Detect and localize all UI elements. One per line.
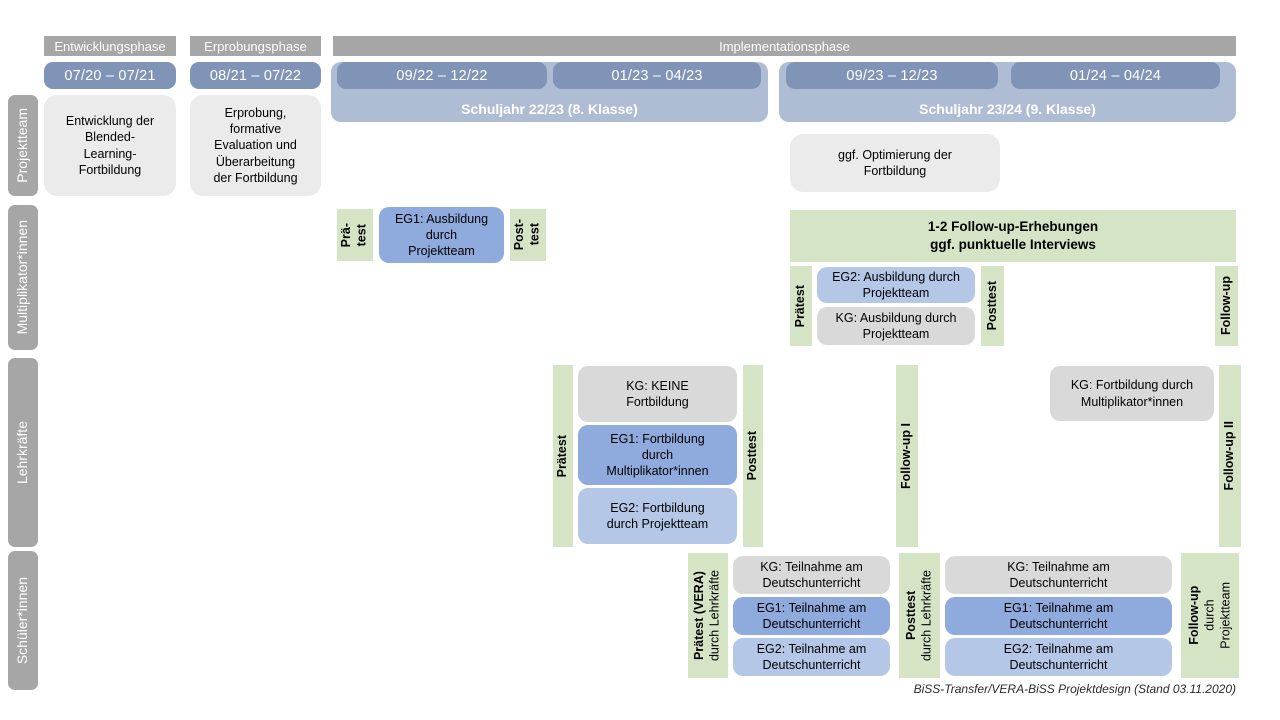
box-erprobung-evaluation: Erprobung, formative Evaluation und Über… — [190, 95, 321, 196]
box-kg-ausbildung-projektteam: KG: Ausbildung durch Projektteam — [817, 307, 975, 345]
vertical-label-line: Follow-up — [1186, 585, 1201, 645]
sidebar-label: Multiplikator*innen — [14, 220, 31, 335]
vertical-label-line: Prätest (VERA) — [692, 571, 707, 660]
vertical-label-line: durch — [1202, 599, 1217, 632]
box-kg-teilnahme-deutschunterricht-1: KG: Teilnahme am Deutschunterricht — [733, 556, 890, 594]
sidebar-label: Projektteam — [14, 108, 31, 183]
schuljahr-23-24-label: Schuljahr 23/24 (9. Klasse) — [919, 101, 1096, 117]
box-eg1-fortbildung-multiplikatoren: EG1: Fortbildung durch Multiplikator*inn… — [578, 425, 737, 485]
column-followup-1-lehrkraefte: Follow-up I — [896, 365, 918, 547]
vertical-label-line: test — [528, 223, 542, 247]
vertical-label-line: Prätest — [793, 284, 808, 328]
box-eg1-ausbildung-projektteam: EG1: Ausbildung durch Projektteam — [379, 207, 504, 263]
column-followup-multiplikatoren: Follow-up — [1215, 266, 1238, 346]
column-posttest-schueler: Posttest durch Lehrkräfte — [899, 553, 940, 678]
vertical-label-line: Posttest — [984, 281, 999, 331]
box-entwicklung-fortbildung: Entwicklung der Blended- Learning- Fortb… — [44, 95, 176, 196]
box-kg-fortbildung-multiplikatoren: KG: Fortbildung durch Multiplikator*inne… — [1050, 366, 1214, 421]
box-eg1-teilnahme-deutschunterricht-1: EG1: Teilnahme am Deutschunterricht — [733, 597, 890, 635]
box-optimierung-fortbildung: ggf. Optimierung der Fortbildung — [790, 134, 1000, 192]
box-eg2-fortbildung-projektteam: EG2: Fortbildung durch Projektteam — [578, 488, 737, 544]
date-range-0123-0423: 01/23 – 04/23 — [553, 62, 761, 89]
column-praetest-multiplikatoren-1: Prä- test — [337, 209, 373, 261]
date-range-0124-0424: 01/24 – 04/24 — [1011, 62, 1220, 89]
column-praetest-multiplikatoren-2: Prätest — [790, 266, 812, 346]
vertical-label-line: Prätest — [555, 434, 570, 478]
vertical-label-line: durch Lehrkräfte — [919, 569, 934, 662]
sidebar-row-schueler: Schüler*innen — [8, 551, 38, 690]
box-kg-keine-fortbildung: KG: KEINE Fortbildung — [578, 366, 737, 422]
date-range-0821-0722: 08/21 – 07/22 — [190, 62, 321, 89]
sidebar-row-lehrkraefte: Lehrkräfte — [8, 358, 38, 547]
date-range-0720-0721: 07/20 – 07/21 — [44, 62, 176, 89]
column-followup-2-lehrkraefte: Follow-up II — [1219, 365, 1241, 547]
vertical-label-line: test — [355, 223, 369, 247]
column-praetest-lehrkraefte: Prätest — [553, 365, 573, 547]
date-range-0923-1223: 09/23 – 12/23 — [786, 62, 998, 89]
phase-header-implementation: Implementationsphase — [333, 36, 1236, 56]
vertical-label-line: Posttest — [903, 590, 918, 641]
phase-header-entwicklung: Entwicklungsphase — [44, 36, 176, 56]
column-followup-schueler: Follow-up durch Projektteam — [1181, 553, 1239, 678]
date-range-0922-1222: 09/22 – 12/22 — [337, 62, 547, 89]
banner-followup-erhebungen: 1-2 Follow-up-Erhebungen ggf. punktuelle… — [790, 210, 1236, 262]
vertical-label-line: Posttest — [745, 431, 760, 481]
vertical-label-line: Follow-up — [1218, 276, 1233, 336]
sidebar-row-projektteam: Projektteam — [8, 95, 38, 196]
column-posttest-lehrkraefte: Posttest — [743, 365, 763, 547]
box-eg1-teilnahme-deutschunterricht-2: EG1: Teilnahme am Deutschunterricht — [945, 597, 1172, 635]
vertical-label-line: Follow-up I — [899, 423, 914, 489]
vertical-label-line: durch Lehrkräfte — [708, 569, 722, 662]
column-praetest-vera-schueler: Prätest (VERA) durch Lehrkräfte — [688, 553, 728, 678]
column-posttest-multiplikatoren-1: Post- test — [510, 209, 546, 261]
vertical-label-line: Projektteam — [1217, 582, 1232, 649]
schuljahr-22-23-label: Schuljahr 22/23 (8. Klasse) — [461, 101, 638, 117]
sidebar-row-multiplikatoren: Multiplikator*innen — [8, 205, 38, 350]
vertical-label-line: Follow-up II — [1222, 421, 1237, 491]
vertical-label-line: Prä- — [339, 222, 354, 248]
column-posttest-multiplikatoren-2: Posttest — [981, 266, 1004, 346]
sidebar-label: Lehrkräfte — [14, 420, 31, 485]
box-kg-teilnahme-deutschunterricht-2: KG: Teilnahme am Deutschunterricht — [945, 556, 1172, 594]
box-eg2-teilnahme-deutschunterricht-1: EG2: Teilnahme am Deutschunterricht — [733, 638, 890, 676]
box-eg2-ausbildung-projektteam: EG2: Ausbildung durch Projektteam — [817, 267, 975, 303]
vertical-label-line: Post- — [512, 219, 527, 251]
phase-header-erprobung: Erprobungsphase — [190, 36, 321, 56]
sidebar-label: Schüler*innen — [14, 576, 31, 665]
diagram-caption: BiSS-Transfer/VERA-BiSS Projektdesign (S… — [913, 682, 1236, 696]
box-eg2-teilnahme-deutschunterricht-2: EG2: Teilnahme am Deutschunterricht — [945, 638, 1172, 676]
